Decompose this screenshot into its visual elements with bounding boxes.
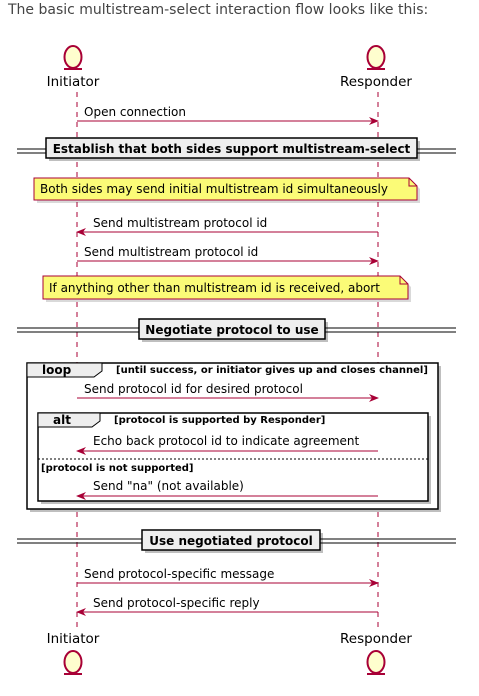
responder-label-bottom: Responder	[340, 631, 412, 647]
initiator-actor-top: Initiator	[47, 45, 100, 90]
initiator-head-icon-bottom	[63, 650, 83, 674]
separator-use: Use negotiated protocol	[17, 529, 456, 553]
responder-head-icon-bottom	[366, 650, 386, 674]
responder-label-top: Responder	[340, 74, 412, 90]
separator-establish: Establish that both sides support multis…	[17, 137, 456, 161]
initiator-actor-bottom: Initiator	[47, 631, 100, 675]
note-abort: If anything other than multistream id is…	[42, 275, 411, 302]
alt-frame: alt [protocol is supported by Responder]…	[37, 412, 431, 504]
separator-establish-label: Establish that both sides support multis…	[53, 142, 411, 156]
message-send-specific: Send protocol-specific message	[84, 567, 274, 581]
message-echo-back: Echo back protocol id to indicate agreem…	[93, 434, 359, 448]
responder-actor-bottom: Responder	[340, 631, 412, 675]
loop-condition: [until success, or initiator gives up an…	[116, 365, 428, 376]
responder-head-icon	[366, 45, 386, 69]
message-send-reply: Send protocol-specific reply	[93, 596, 260, 610]
message-open-connection: Open connection	[84, 105, 186, 119]
message-send-ms-id-1: Send multistream protocol id	[93, 216, 267, 230]
initiator-head-icon	[63, 45, 83, 69]
message-send-desired: Send protocol id for desired protocol	[84, 382, 303, 396]
note-abort-text: If anything other than multistream id is…	[49, 281, 380, 295]
message-send-na: Send "na" (not available)	[93, 479, 244, 493]
initiator-label-top: Initiator	[47, 74, 100, 90]
alt-else-condition: [protocol is not supported]	[41, 463, 193, 474]
note-simultaneous: Both sides may send initial multistream …	[33, 177, 420, 203]
message-send-ms-id-2: Send multistream protocol id	[84, 245, 258, 259]
note-simultaneous-text: Both sides may send initial multistream …	[40, 182, 388, 196]
intro-text: The basic multistream-select interaction…	[8, 2, 429, 18]
separator-negotiate: Negotiate protocol to use	[17, 318, 456, 342]
alt-condition: [protocol is supported by Responder]	[114, 415, 325, 426]
responder-actor-top: Responder	[340, 45, 412, 90]
separator-negotiate-label: Negotiate protocol to use	[145, 323, 318, 337]
alt-keyword: alt	[53, 413, 71, 427]
initiator-label-bottom: Initiator	[47, 631, 100, 647]
separator-use-label: Use negotiated protocol	[149, 534, 313, 548]
loop-keyword: loop	[42, 363, 72, 377]
